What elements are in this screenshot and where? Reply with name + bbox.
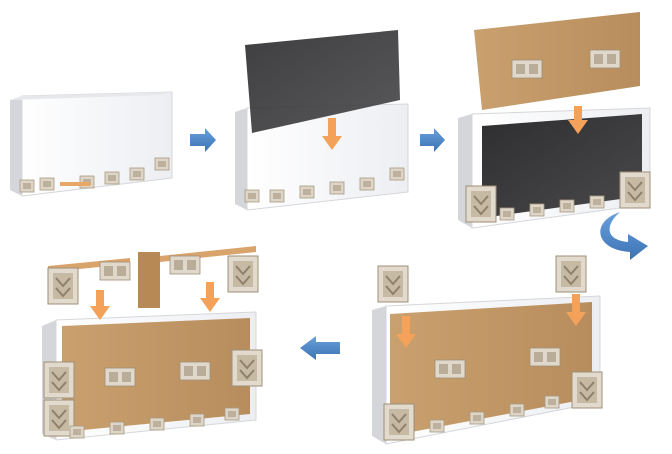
top-insert-strip — [47, 246, 259, 308]
sheet-insert — [511, 59, 543, 79]
box-side — [10, 96, 22, 196]
corner-insert — [555, 255, 587, 293]
arrow-left-icon — [300, 336, 340, 360]
screen-panel — [245, 30, 400, 133]
box-side — [372, 306, 386, 444]
step-1-empty-box — [10, 91, 173, 197]
cardboard-panel — [390, 302, 592, 436]
arrow-down-icon — [566, 294, 586, 326]
bottom-inserts — [19, 157, 170, 193]
cardboard-sheet — [474, 12, 640, 110]
step-3-insert-cardboard-sheet — [458, 12, 651, 229]
arrow-down-icon — [200, 282, 220, 312]
arrow-down-icon — [568, 106, 588, 134]
corner-insert — [377, 265, 409, 303]
rotate-arrow-icon — [600, 212, 648, 260]
arrow-down-icon — [322, 118, 342, 150]
arrow-down-icon — [90, 290, 110, 320]
box-top — [10, 92, 172, 100]
box-side — [235, 108, 247, 210]
arrow-right-icon — [420, 128, 445, 152]
arrow-right-icon — [190, 128, 216, 152]
cardboard-panel — [62, 318, 250, 432]
sheet-insert — [589, 49, 621, 69]
arrow-down-icon — [396, 316, 416, 348]
step-4-add-top-corners — [372, 255, 603, 445]
screen-panel — [482, 114, 642, 218]
step-5-add-top-inserts — [42, 246, 263, 441]
step-2-insert-screen — [235, 30, 409, 211]
